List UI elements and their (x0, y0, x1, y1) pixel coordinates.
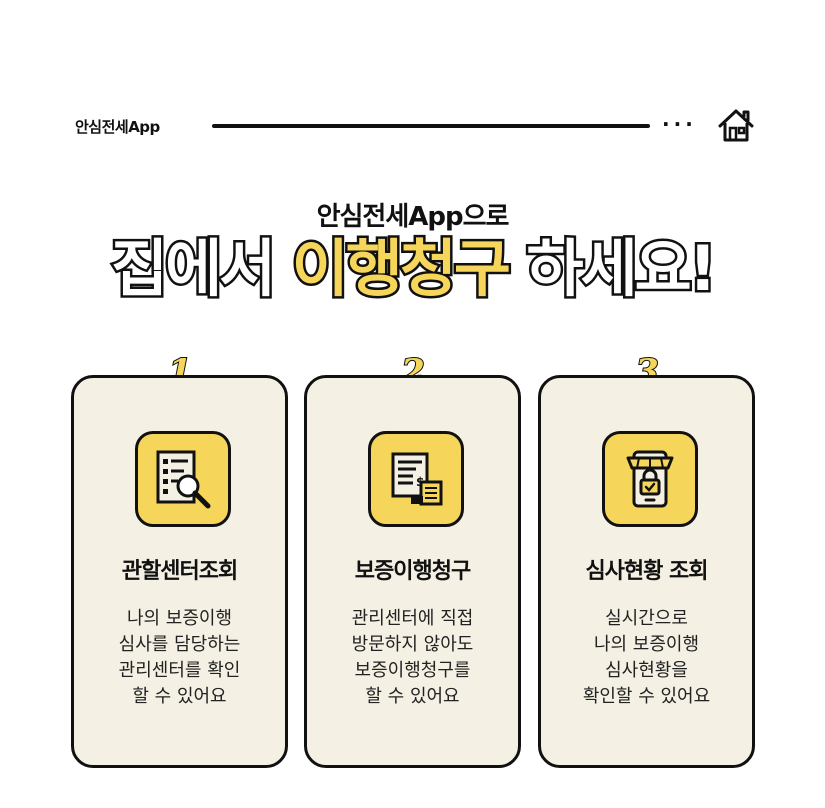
card-desc-line: 심사현황을 (605, 660, 688, 681)
headline: 집에서 이행청구 하세요! (0, 231, 825, 306)
feature-card-2[interactable]: $ 보증이행청구 관리센터에 직접 방문하지 않아도 보증이행청구를 할 수 있… (304, 375, 521, 768)
card-title: 심사현황 조회 (585, 559, 708, 584)
card-desc-line: 방문하지 않아도 (351, 634, 474, 655)
icon-box (135, 431, 231, 527)
card-desc-line: 할 수 있어요 (132, 686, 227, 707)
mobile-secure-shop-icon (626, 450, 674, 508)
headline-part-3: 하세요! (524, 231, 719, 306)
card-desc-line: 심사를 담당하는 (118, 634, 241, 655)
brand-label: 안심전세App (75, 118, 160, 136)
card-description: 관리센터에 직접 방문하지 않아도 보증이행청구를 할 수 있어요 (307, 606, 518, 710)
card-desc-line: 나의 보증이행 (593, 634, 700, 655)
card-desc-line: 확인할 수 있어요 (582, 686, 711, 707)
card-description: 나의 보증이행 심사를 담당하는 관리센터를 확인 할 수 있어요 (74, 606, 285, 710)
icon-box (602, 431, 698, 527)
icon-box: $ (368, 431, 464, 527)
card-desc-line: 실시간으로 (605, 608, 688, 629)
card-desc-line: 나의 보증이행 (126, 608, 233, 629)
document-search-icon (156, 450, 211, 509)
feature-card-1[interactable]: 관할센터조회 나의 보증이행 심사를 담당하는 관리센터를 확인 할 수 있어요 (71, 375, 288, 768)
header-dots: ··· (662, 112, 697, 136)
headline-part-2: 이행청구 (289, 231, 513, 306)
subtitle: 안심전세App으로 (316, 202, 510, 232)
header-divider-line (212, 124, 650, 128)
card-desc-line: 관리센터를 확인 (118, 660, 241, 681)
home-icon[interactable] (716, 106, 756, 144)
card-desc-line: 관리센터에 직접 (351, 608, 474, 629)
feature-card-3[interactable]: 심사현황 조회 실시간으로 나의 보증이행 심사현황을 확인할 수 있어요 (538, 375, 755, 768)
card-description: 실시간으로 나의 보증이행 심사현황을 확인할 수 있어요 (541, 606, 752, 710)
headline-part-1: 집에서 (109, 231, 279, 306)
card-desc-line: 할 수 있어요 (365, 686, 460, 707)
card-desc-line: 보증이행청구를 (354, 660, 471, 681)
card-title: 보증이행청구 (354, 559, 471, 584)
document-payment-icon: $ (391, 452, 443, 506)
card-title: 관할센터조회 (121, 559, 238, 584)
